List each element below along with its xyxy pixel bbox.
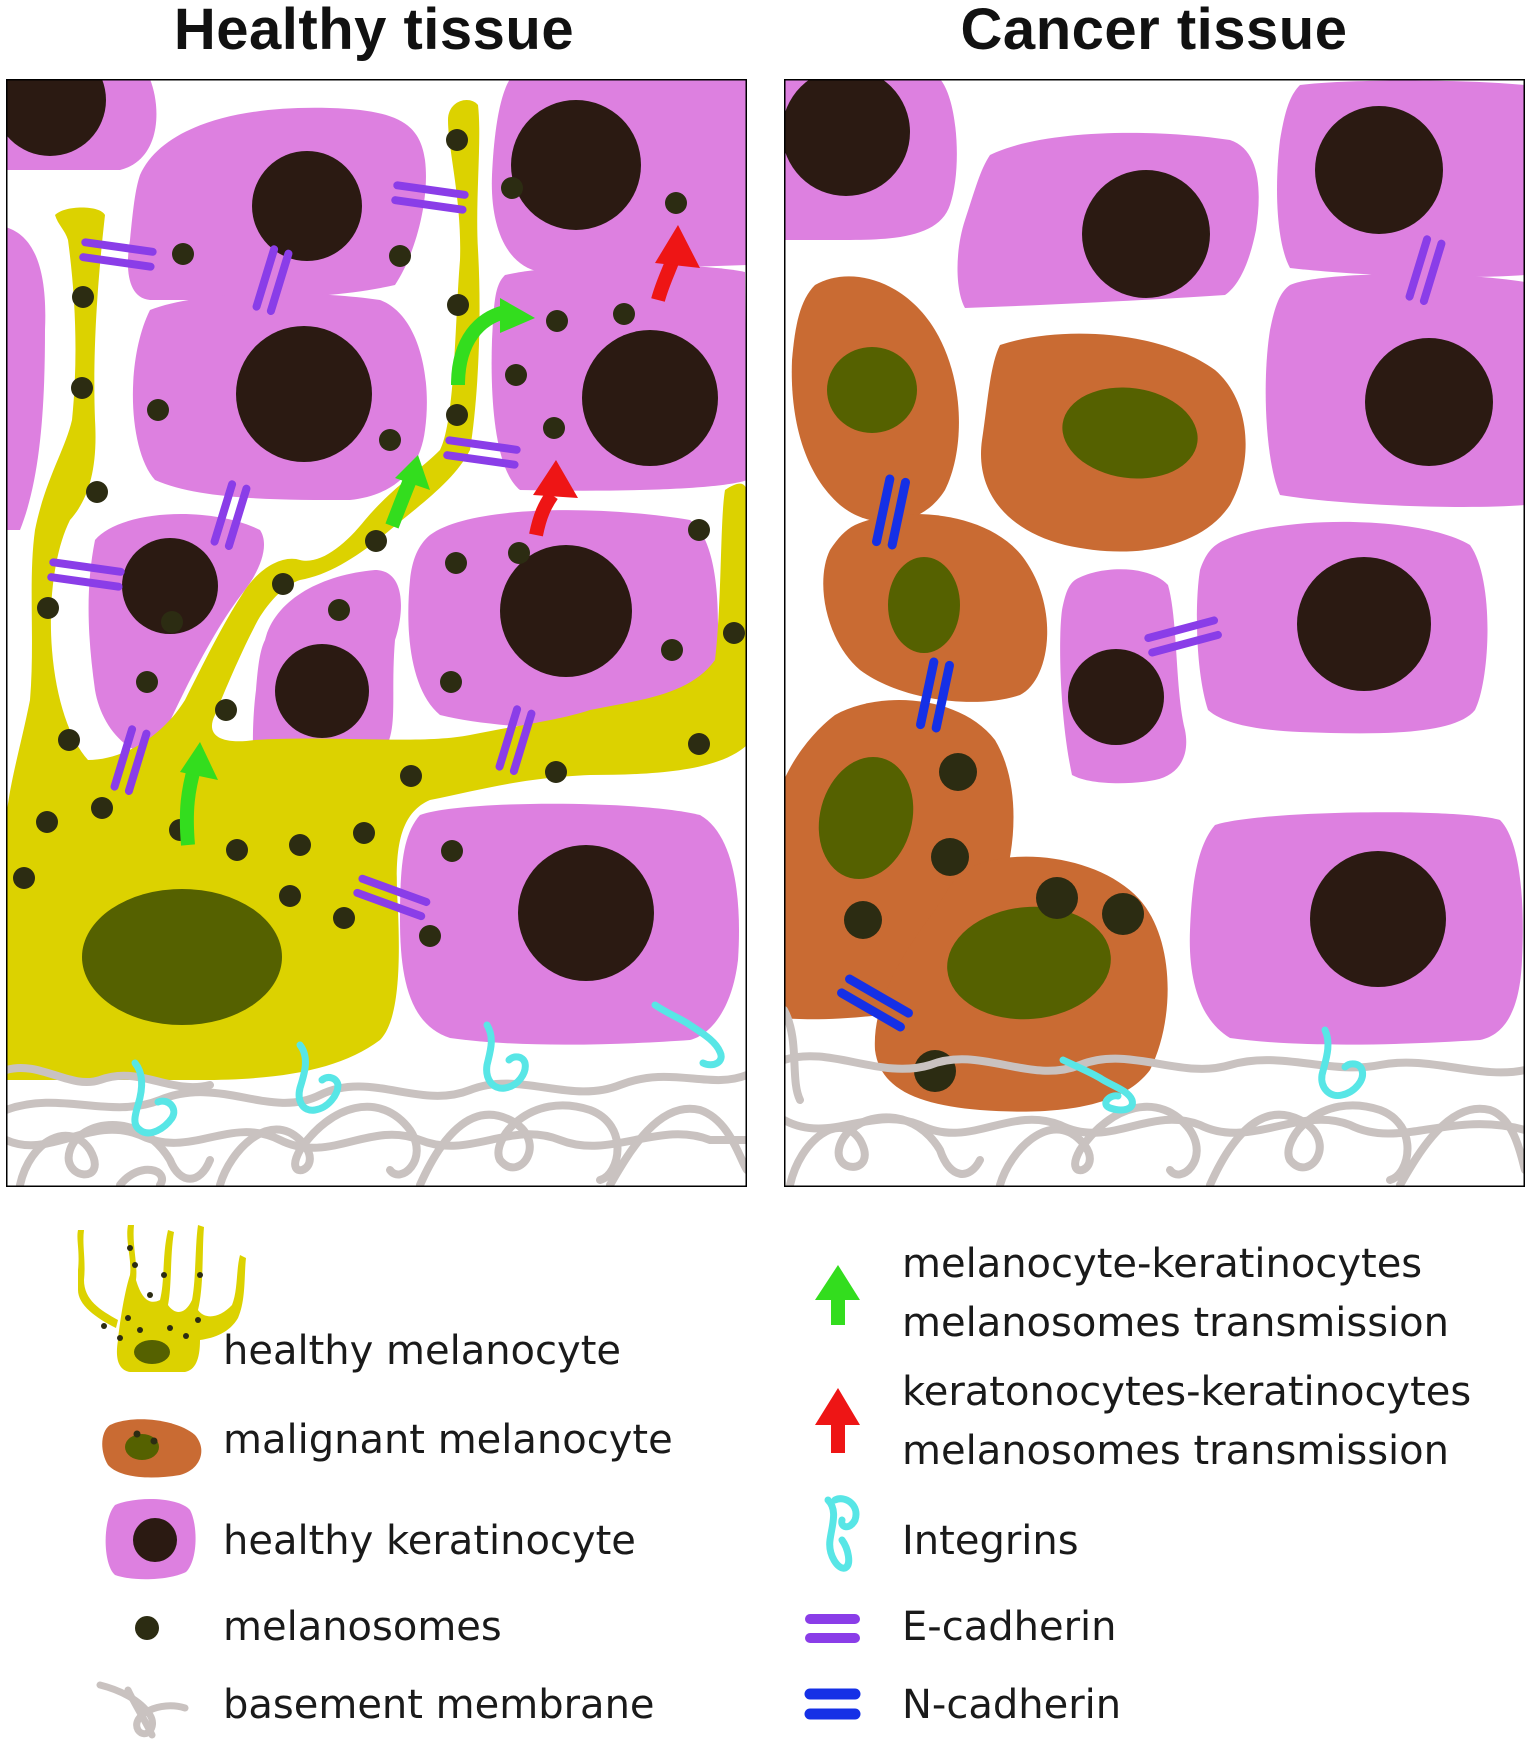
legend-icon-healthy-keratinocyte: [105, 1498, 196, 1580]
legend-label-red-arrow-line1: keratonocytes-keratinocytes: [902, 1369, 1472, 1415]
legend-label-e-cadherin: E-cadherin: [902, 1604, 1117, 1650]
melanosomes-cancer: [844, 753, 1144, 1092]
cancer-tissue-panel: [784, 79, 1525, 1187]
legend-icon-red-arrow: [815, 1388, 860, 1453]
healthy-tissue-panel: [6, 79, 747, 1187]
legend-label-malignant-melanocyte: malignant melanocyte: [223, 1417, 673, 1463]
healthy-tissue-title: Healthy tissue: [173, 0, 575, 62]
legend-label-red-arrow-line2: melanosomes transmission: [902, 1428, 1449, 1474]
malignant-nuclei: [818, 347, 1198, 1020]
e-cadherin-cancer: [1144, 235, 1446, 657]
cancer-tissue-title: Cancer tissue: [960, 0, 1348, 62]
legend-icon-n-cadherin: [804, 1688, 861, 1720]
keratinocyte-nuclei: [6, 79, 718, 981]
red-arrows: [529, 225, 700, 537]
legend-label-melanosomes: melanosomes: [223, 1604, 502, 1650]
legend-label-basement-membrane: basement membrane: [223, 1682, 655, 1728]
basement-membrane-cancer: [784, 1006, 1525, 1187]
integrins-cancer: [1059, 1026, 1367, 1114]
n-cadherin: [837, 474, 954, 1032]
legend-icon-e-cadherin: [805, 1614, 860, 1643]
legend-label-healthy-melanocyte: healthy melanocyte: [223, 1328, 621, 1374]
legend-icon-melanosome: [135, 1616, 159, 1640]
legend-label-green-arrow-line2: melanosomes transmission: [902, 1300, 1449, 1346]
legend-label-n-cadherin: N-cadherin: [902, 1682, 1122, 1728]
legend-icon-green-arrow: [815, 1265, 860, 1325]
legend-label-integrins: Integrins: [902, 1518, 1079, 1564]
legend-icon-integrin: [824, 1495, 860, 1572]
legend-label-green-arrow-line1: melanocyte-keratinocytes: [902, 1241, 1423, 1287]
legend-icon-healthy-melanocyte: [77, 1225, 246, 1372]
keratinocyte-nuclei-cancer: [784, 79, 1493, 987]
legend-label-healthy-keratinocyte: healthy keratinocyte: [223, 1518, 636, 1564]
e-cadherin-healthy: [47, 181, 536, 921]
integrins-healthy: [131, 1001, 725, 1137]
green-arrows: [179, 298, 535, 846]
legend-icon-malignant-melanocyte: [102, 1419, 202, 1478]
legend-icon-basement-membrane: [96, 1681, 189, 1739]
melanocyte-nucleus: [82, 889, 282, 1025]
